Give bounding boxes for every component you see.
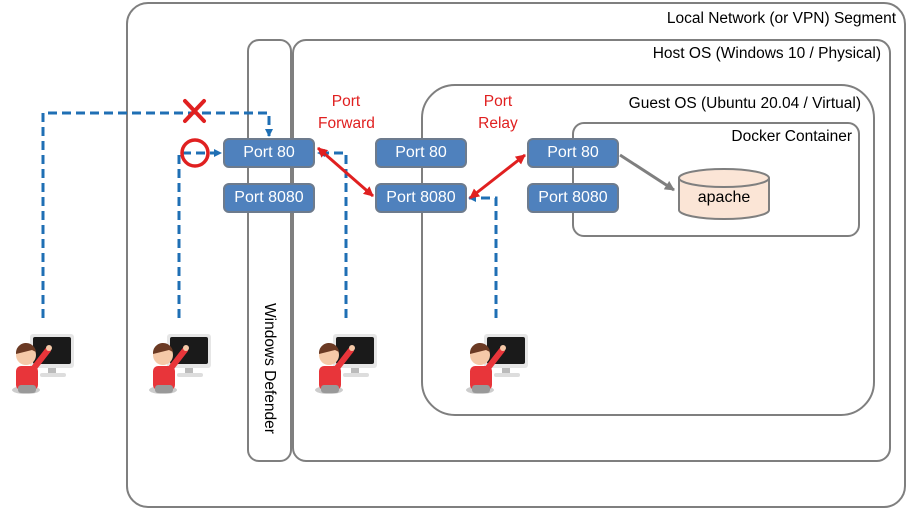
windows-defender-label: Windows Defender <box>261 303 278 434</box>
port-relay-label-line1: Port <box>483 93 513 110</box>
guest-client-path <box>468 194 498 318</box>
blocked-access-path <box>41 111 273 318</box>
port-forward-arrow <box>317 146 374 198</box>
host-os-segment: Host OS (Windows 10 / Physical) <box>292 39 891 462</box>
port-relay-label: Port Relay <box>470 91 526 135</box>
port-forward-label-line2: Forward <box>318 115 375 132</box>
port-relay-arrow <box>469 153 526 200</box>
local-network-segment: Local Network (or VPN) Segment <box>126 2 906 508</box>
guest-os-label: Guest OS (Ubuntu 20.04 / Virtual) <box>628 95 861 112</box>
host-client-path <box>317 149 348 318</box>
host-port-8080[interactable]: Port 8080 <box>375 183 467 213</box>
host-os-label: Host OS (Windows 10 / Physical) <box>652 45 881 62</box>
windows-defender-firewall: Windows Defender <box>247 39 292 462</box>
circle-mark-icon <box>180 138 210 168</box>
user-at-computer-icon <box>12 334 74 394</box>
cross-mark-icon <box>183 99 206 123</box>
guest-port-80[interactable]: Port 80 <box>527 138 619 168</box>
user-at-computer-icon <box>466 334 528 394</box>
service-link-arrow <box>619 153 675 192</box>
port-forward-label: Port Forward <box>318 91 375 135</box>
host-port-80[interactable]: Port 80 <box>375 138 467 168</box>
port-forward-label-line1: Port <box>331 93 361 110</box>
local-network-label: Local Network (or VPN) Segment <box>666 10 896 27</box>
user-at-computer-icon <box>315 334 377 394</box>
host-edge-port-8080[interactable]: Port 8080 <box>223 183 315 213</box>
guest-port-8080[interactable]: Port 8080 <box>527 183 619 213</box>
database-cylinder-icon <box>678 168 770 220</box>
host-edge-port-80[interactable]: Port 80 <box>223 138 315 168</box>
docker-container-label: Docker Container <box>731 128 852 145</box>
docker-container-segment: Docker Container <box>572 122 860 237</box>
port-relay-label-line2: Relay <box>478 115 518 132</box>
user-at-computer-icon <box>149 334 211 394</box>
service-label: apache <box>697 189 751 206</box>
guest-os-segment: Guest OS (Ubuntu 20.04 / Virtual) <box>421 84 875 416</box>
allowed-access-path <box>177 149 222 318</box>
